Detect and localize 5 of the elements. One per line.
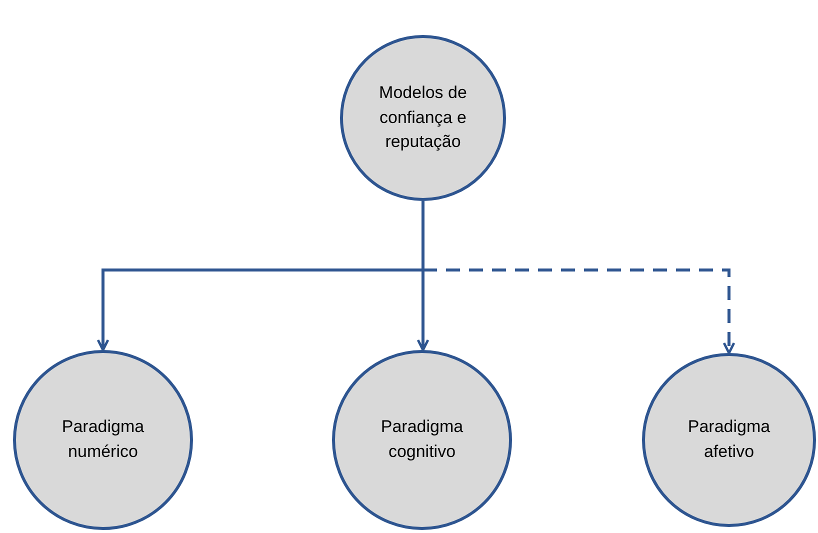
node-label: Modelos de confiança e reputação (378, 82, 468, 154)
node-label: Paradigma numérico (60, 416, 146, 463)
node-label: Paradigma afetivo (686, 416, 772, 463)
connector-arrow (416, 201, 430, 352)
node-label: Paradigma cognitivo (380, 416, 464, 463)
